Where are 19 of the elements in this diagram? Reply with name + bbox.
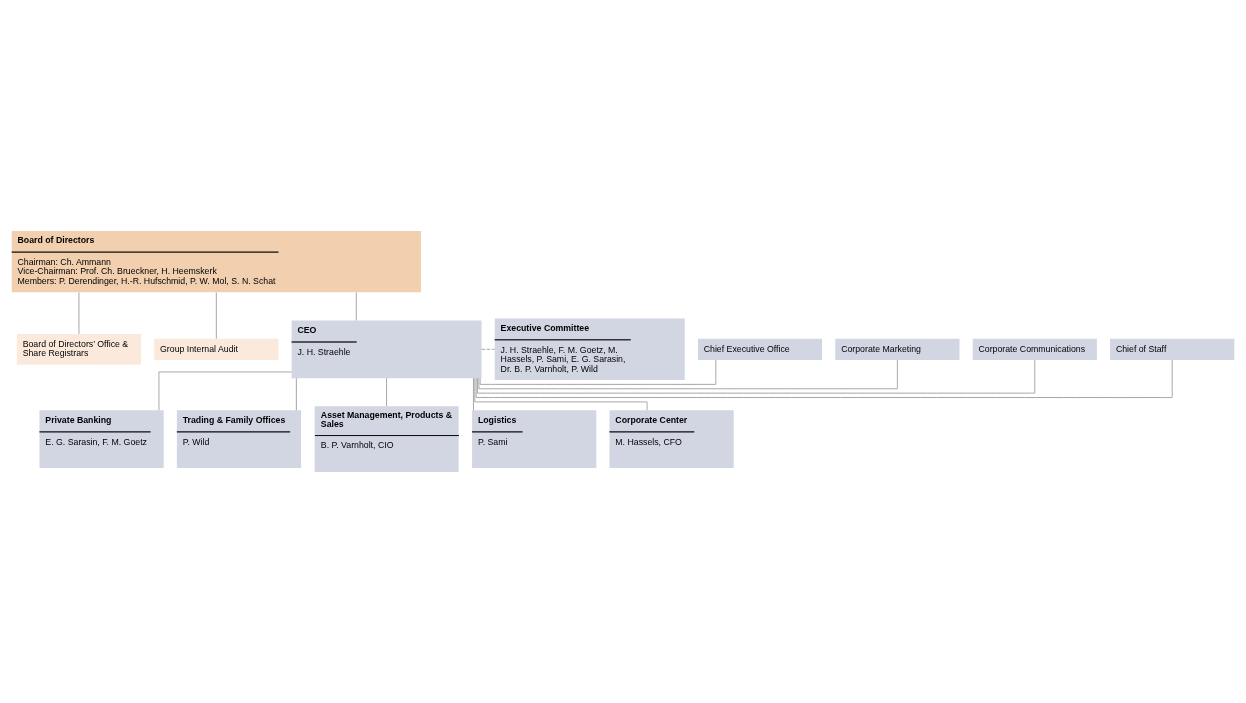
node-box: Group Internal Audit: [154, 338, 279, 360]
node-box: Chief of Staff: [1110, 338, 1235, 360]
connector: [473, 377, 474, 411]
connector: [479, 359, 717, 385]
connector: [474, 377, 648, 411]
connector: [215, 292, 217, 340]
connector: [477, 359, 1036, 394]
node-box: Corporate Communications: [972, 338, 1097, 360]
connector: [295, 377, 297, 411]
node-box: Corporate Marketing: [835, 338, 960, 360]
connector: [478, 359, 898, 390]
node-box: Board of Directors’ Office & Share Registrars: [16, 333, 142, 365]
connector: [386, 377, 388, 407]
connector: [78, 292, 80, 335]
connector: [355, 292, 357, 321]
node-box: Chief Executive Office: [697, 338, 823, 360]
connector: [158, 371, 292, 411]
connector: [475, 359, 1173, 398]
connector: [481, 348, 496, 350]
